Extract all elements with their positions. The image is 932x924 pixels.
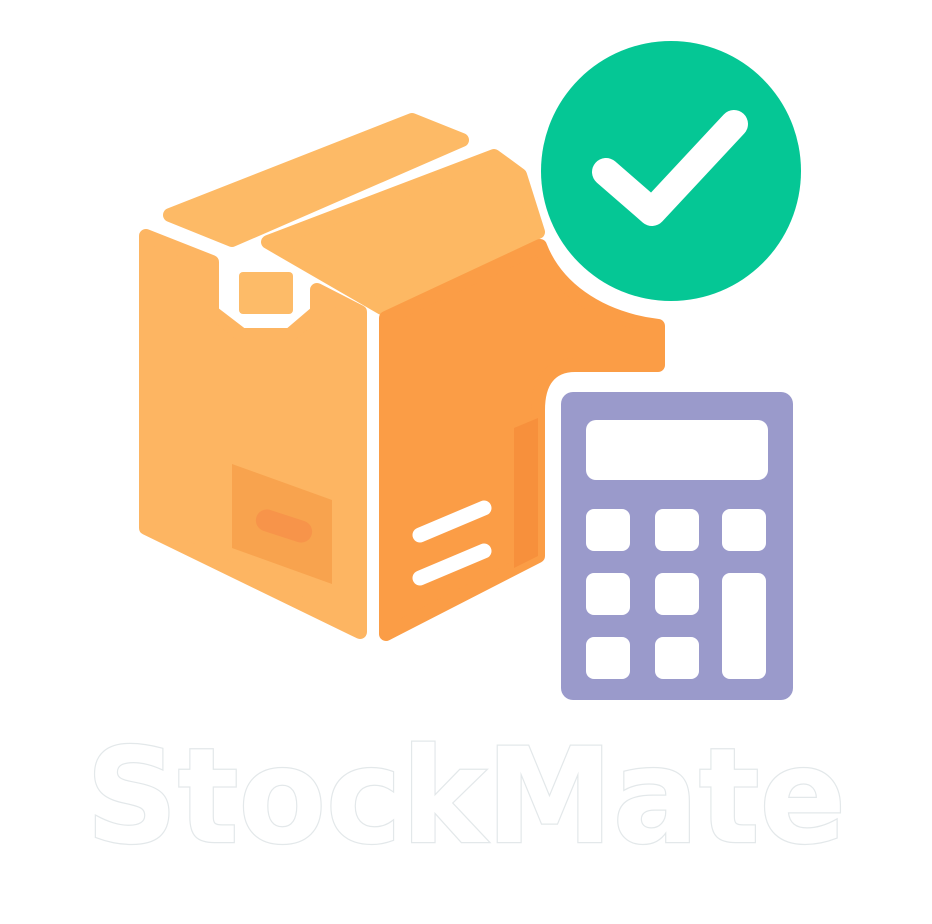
calculator-key: [655, 637, 699, 679]
calculator-key: [655, 509, 699, 551]
package-box-icon: [139, 113, 665, 641]
box-label-bar: [255, 509, 313, 543]
box-top-left-flap: [163, 113, 469, 247]
calculator-key: [655, 573, 699, 615]
box-top-right-flap: [261, 149, 545, 315]
calculator-key: [586, 573, 630, 615]
box-right-shadow: [514, 418, 538, 568]
calculator-key: [586, 509, 630, 551]
checkmark-badge-icon: [541, 41, 801, 301]
calculator-key: [722, 509, 766, 551]
check-mark: [592, 110, 748, 226]
box-stripe-2: [412, 543, 492, 586]
brand-wordmark: StockMate: [86, 720, 846, 874]
check-badge-circle: [541, 41, 801, 301]
box-stripe-1: [412, 500, 492, 543]
calculator-display: [586, 420, 768, 480]
box-tape-tab: [239, 272, 293, 314]
calculator-icon: [561, 392, 793, 700]
calculator-key: [586, 637, 630, 679]
calculator-key-tall: [722, 573, 766, 679]
